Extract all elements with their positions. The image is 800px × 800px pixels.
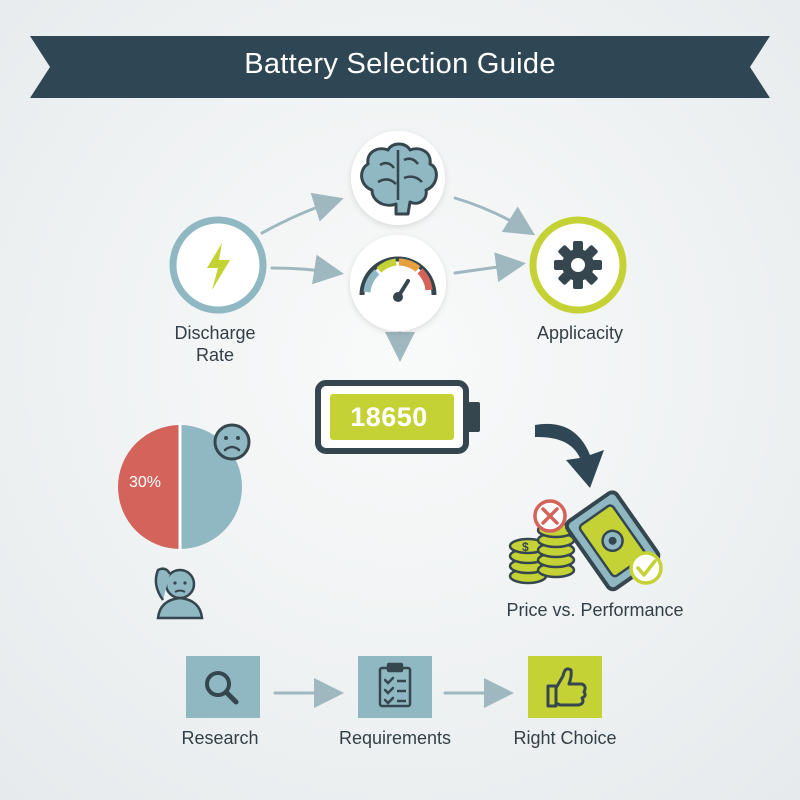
arrow-discharge-to-gauge: [270, 254, 344, 285]
clipboard-checklist-icon: [378, 662, 412, 708]
step-research-box: [186, 656, 260, 718]
title-banner: [30, 36, 770, 98]
pie-percent-label: 30%: [128, 474, 162, 491]
coin-stacks-icon: $: [508, 521, 576, 585]
gauge-icon: [359, 256, 437, 302]
gear-icon: [554, 241, 602, 289]
arrow-brain-to-gear: [453, 196, 536, 236]
discharge-label-line2: Rate: [195, 345, 235, 365]
red-x-icon: [533, 499, 567, 533]
step-research-label: Research: [181, 728, 259, 748]
step-requirements-box: [358, 656, 432, 718]
brain-node: [351, 131, 445, 225]
performance-gauge-node: [350, 235, 446, 331]
step-right-choice-label: Right Choice: [513, 728, 617, 748]
page-title: Battery Selection Guide: [244, 48, 556, 80]
thumbs-up-icon: [546, 667, 587, 708]
discharge-rate-label: Discharge Rate: [150, 322, 280, 366]
sad-face-icon: [213, 423, 251, 461]
step-right-choice-box: [528, 656, 602, 718]
dollar-sign: $: [522, 540, 529, 554]
applicacity-label: Applicacity: [536, 323, 624, 343]
step-requirements-label: Requirements: [338, 728, 452, 748]
price-vs-performance-label: Price vs. Performance: [506, 600, 684, 620]
battery-model-label: 18650: [350, 402, 428, 432]
check-circle-icon: [629, 551, 663, 585]
pie-slice-30: [118, 425, 180, 549]
arrow-gauge-to-gear: [453, 252, 526, 283]
curved-arrow-to-price: [535, 423, 604, 488]
flow-arrows: [260, 192, 536, 708]
battery-icon: [315, 380, 480, 454]
applicacity-node: [529, 216, 627, 314]
confused-person-icon: [154, 567, 204, 620]
arrow-discharge-to-brain: [260, 192, 344, 235]
discharge-rate-node: [169, 216, 267, 314]
brain-icon: [360, 142, 438, 216]
discharge-label-line1: Discharge: [174, 323, 256, 343]
magnifier-icon: [205, 671, 239, 705]
lightning-icon: [207, 243, 230, 290]
